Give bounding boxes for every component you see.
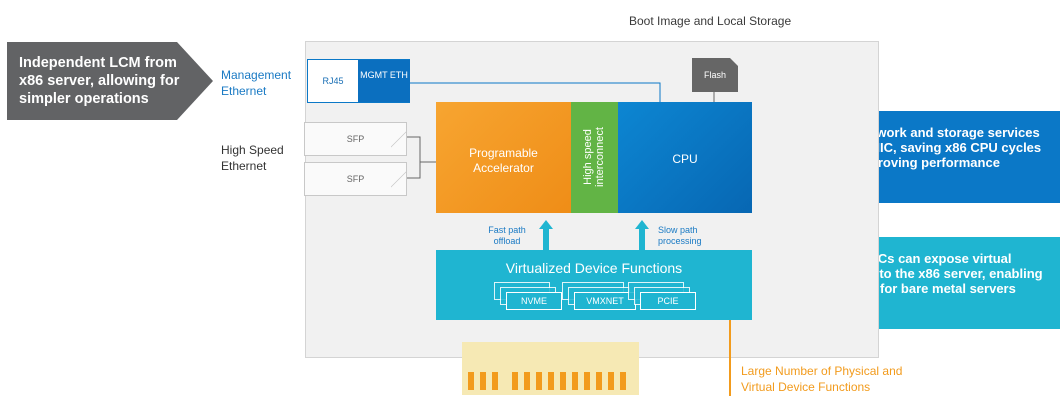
connector-pin	[492, 372, 498, 390]
flash-storage: Flash	[692, 58, 738, 92]
connector-pin	[572, 372, 578, 390]
fast-path-arrow-shaft	[543, 228, 549, 250]
mgmt-to-cpu-line	[410, 82, 661, 102]
sfp-to-accel-line	[407, 136, 436, 163]
device-pcie: PCIE	[640, 292, 696, 310]
high-speed-interconnect: High speed interconnect	[571, 102, 618, 213]
management-ethernet-label: Management Ethernet	[221, 68, 292, 98]
slow-path-arrow-head	[635, 220, 649, 229]
interconnect-label: High speed interconnect	[582, 117, 606, 197]
connector-pin	[560, 372, 566, 390]
high-speed-ethernet-label: High Speed Ethernet	[221, 143, 284, 173]
lcm-callout: Independent LCM from x86 server, allowin…	[7, 42, 213, 120]
rj45-label: RJ45	[322, 76, 344, 86]
device-nvme: NVME	[506, 292, 562, 310]
connector-pin	[548, 372, 554, 390]
vdf-title: Virtualized Device Functions	[505, 260, 683, 276]
management-port: RJ45 MGMT ETH	[307, 59, 410, 103]
boot-image-label: Boot Image and Local Storage	[629, 14, 792, 28]
fast-path-label: Fast path offload	[488, 225, 526, 246]
fast-path-arrow-head	[539, 220, 553, 229]
device-functions-label: Large Number of Physical and Virtual Dev…	[741, 364, 903, 394]
lcm-callout-text: Independent LCM from x86 server, allowin…	[19, 55, 180, 107]
programmable-accelerator: Programable Accelerator	[436, 102, 571, 213]
connector-pin	[620, 372, 626, 390]
device-vmxnet: VMXNET	[574, 292, 636, 310]
accelerator-label: Programable Accelerator	[469, 146, 538, 175]
connector-pin	[608, 372, 614, 390]
sfp2-to-accel-line	[407, 162, 421, 179]
cpu-block: CPU	[618, 102, 752, 213]
connector-pin	[524, 372, 530, 390]
connector-pin	[480, 372, 486, 390]
connector-pin	[512, 372, 518, 390]
mgmt-eth-label: MGMT ETH	[358, 60, 410, 102]
sfp-port-1: SFP	[304, 122, 407, 156]
connector-pin	[584, 372, 590, 390]
sfp-port-2: SFP	[304, 162, 407, 196]
slow-path-label: Slow path processing	[658, 225, 702, 246]
slow-path-arrow-shaft	[639, 228, 645, 250]
cpu-label: CPU	[672, 152, 698, 166]
connector-pin	[596, 372, 602, 390]
interconnect-text: High speed interconnect	[582, 127, 606, 187]
connector-pin	[536, 372, 542, 390]
connector-pin	[468, 372, 474, 390]
